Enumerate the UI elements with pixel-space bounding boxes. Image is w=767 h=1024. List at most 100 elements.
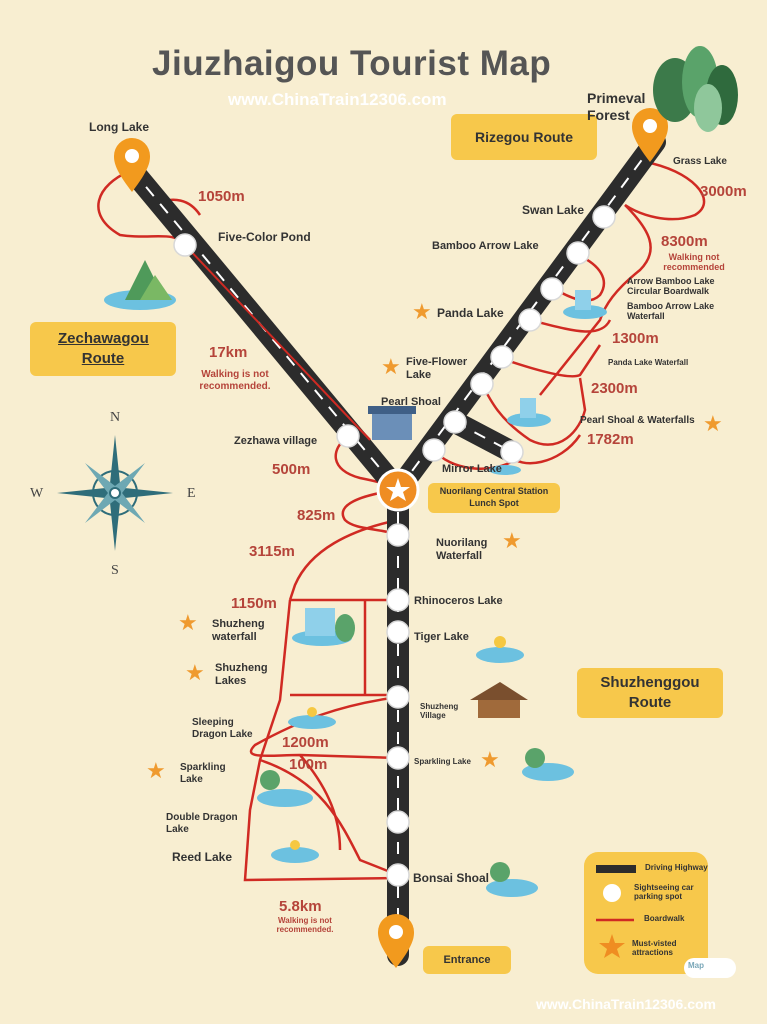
- parking-tiger: [386, 620, 410, 644]
- star-icon-sparkling-lake-right: ★: [480, 747, 500, 772]
- parking-bonsai: [386, 863, 410, 887]
- boardwalk-rizegou-loop-1: [559, 253, 606, 302]
- star-icon-shuzheng-lakes: ★: [185, 660, 205, 685]
- label-panda-lake: Panda Lake: [437, 306, 504, 320]
- boardwalk-rizegou-loop-4: [480, 377, 587, 446]
- parking-double-dragon: [386, 810, 410, 834]
- boardwalk-825-loop: [341, 488, 399, 537]
- parking-sparkling: [386, 746, 410, 770]
- boardwalk-rizegou-loop-2: [529, 318, 612, 333]
- central-station-note: Lunch Spot: [469, 497, 519, 508]
- legend-highway-label: Driving Highway: [645, 863, 708, 872]
- parking-five-color-pond: [173, 233, 197, 257]
- parking-mirror-lake: [422, 438, 446, 462]
- label-swan-lake: Swan Lake: [522, 203, 585, 217]
- label-primeval-forest: Primeval Forest: [587, 90, 646, 123]
- boardwalk-grass-lake-loop: [624, 160, 706, 221]
- boardwalk-double-dragon: [299, 754, 342, 851]
- boardwalk-along-road: [184, 244, 371, 441]
- label-shuzheng-waterfall: Shuzheng waterfall: [212, 618, 265, 643]
- reed-lake-icon: [271, 840, 319, 863]
- label-sleeping-dragon-lake: Sleeping Dragon Lake: [192, 717, 253, 740]
- parking-spots: [173, 205, 616, 887]
- distance-825m: 825m: [297, 507, 336, 524]
- pin-grass-lake: [632, 108, 668, 162]
- compass-south: S: [111, 563, 119, 578]
- legend-panel: [584, 852, 736, 978]
- label-arrow-bamboo-boardwalk: Arrow Bamboo Lake Circular Boardwalk: [627, 276, 715, 297]
- star-icon-shuzheng-waterfall: ★: [178, 610, 198, 635]
- compass-north: N: [110, 410, 121, 425]
- central-station-marker: [376, 468, 420, 512]
- label-bonsai-shoal: Bonsai Shoal: [413, 871, 490, 885]
- boardwalk-sleeping-dragon: [249, 695, 399, 760]
- label-double-dragon-lake: Double Dragon Lake: [166, 812, 238, 835]
- pin-entrance: [378, 914, 414, 968]
- parking-shuzheng-village: [386, 685, 410, 709]
- warning-zechawagou: Walking is not recommended.: [199, 369, 271, 392]
- star-icon-sparkling-lake-left: ★: [146, 758, 166, 783]
- warning-shuzhenggou: Walking is not recommended.: [276, 916, 334, 935]
- distance-1050m: 1050m: [198, 188, 245, 205]
- star-icon-panda-lake: ★: [412, 299, 432, 324]
- label-sparkling-lake-left: Sparkling Lake: [180, 762, 226, 785]
- sparkling-lake-right-icon: [522, 748, 574, 781]
- distance-1150m: 1150m: [231, 595, 277, 612]
- label-long-lake: Long Lake: [89, 120, 150, 134]
- legend-boardwalk-label: Boardwalk: [644, 914, 685, 923]
- parking-rhinoceros: [386, 588, 410, 612]
- mountain-lake-icon: [104, 260, 176, 310]
- boardwalk-rhino-rect: [290, 598, 398, 697]
- star-icon-five-flower-lake: ★: [381, 354, 401, 379]
- warning-rizegou: Walking not recommended: [663, 252, 725, 273]
- label-zezhawa-village: Zezhawa village: [234, 435, 318, 447]
- mirror-lake-icon: [489, 465, 521, 475]
- parking-pearl-shoal: [443, 410, 467, 434]
- star-icon-pearl-shoal-waterfalls: ★: [703, 411, 723, 436]
- label-mirror-lake: Mirror Lake: [442, 463, 502, 475]
- label-shuzheng-lakes: Shuzheng Lakes: [215, 662, 268, 687]
- distance-8300m: 8300m: [661, 233, 708, 250]
- legend-attractions-label: Must-visted attractions: [632, 939, 677, 957]
- label-tiger-lake: Tiger Lake: [414, 631, 469, 643]
- boardwalk-shuzheng-west: [243, 599, 399, 882]
- label-grass-lake: Grass Lake: [673, 156, 727, 167]
- shuzheng-village-icon: [470, 682, 528, 718]
- label-sparkling-lake-right: Sparkling Lake: [414, 757, 471, 766]
- distance-5-8km: 5.8km: [279, 898, 322, 915]
- parking-five-flower: [490, 345, 514, 369]
- label-five-color-pond: Five-Color Pond: [218, 230, 311, 244]
- star-icon-nuorilang-waterfall: ★: [502, 528, 522, 553]
- compass-east: E: [187, 486, 196, 501]
- parking-pearl-shoal-upper: [470, 372, 494, 396]
- distance-3115m: 3115m: [249, 543, 295, 560]
- label-five-flower-lake: Five-Flower Lake: [406, 356, 468, 381]
- parking-swan-lake: [592, 205, 616, 229]
- forest-icon: [653, 46, 738, 132]
- entrance-box: Entrance: [423, 946, 511, 974]
- bonsai-shoal-icon: [486, 862, 538, 897]
- parking-pearl-shoal-spur: [500, 440, 524, 464]
- boardwalk-sparkling-loop: [259, 758, 399, 877]
- parking-arrow-bamboo: [540, 277, 564, 301]
- distance-100m: 100m: [289, 756, 328, 773]
- legend-parking-label: Sightseeing car parking spot: [634, 883, 694, 901]
- distance-3000m: 3000m: [700, 183, 747, 200]
- sleeping-dragon-icon: [288, 707, 336, 729]
- label-nuorilang-waterfall: Nuorilang Waterfall: [436, 537, 488, 562]
- label-pearl-shoal: Pearl Shoal: [381, 396, 441, 408]
- compass-west: W: [30, 486, 44, 501]
- route-box-shuzhenggou: Shuzhenggou Route: [577, 668, 723, 718]
- label-bamboo-arrow-waterfall: Bamboo Arrow Lake Waterfall: [627, 301, 715, 322]
- distance-1782m: 1782m: [587, 431, 634, 448]
- route-box-zechawagou: Zechawagou Route: [30, 322, 176, 376]
- distance-17km: 17km: [209, 344, 248, 361]
- label-reed-lake: Reed Lake: [172, 850, 233, 864]
- label-shuzheng-village: Shuzheng Village: [420, 702, 459, 721]
- parking-bamboo-arrow: [566, 241, 590, 265]
- parking-panda-lake: [518, 308, 542, 332]
- boardwalk-long-lake-loop: [97, 168, 187, 246]
- central-station-box: Nuorilang Central Station Lunch Spot: [428, 483, 560, 513]
